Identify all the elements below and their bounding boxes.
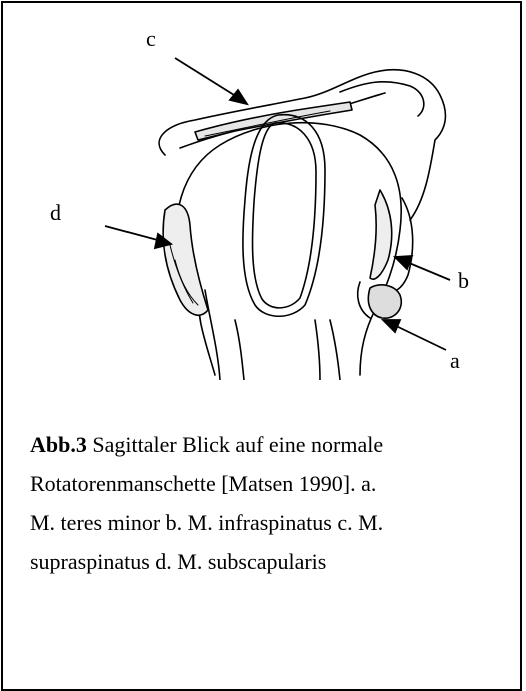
infraspinatus-band xyxy=(370,190,392,279)
arrow-c xyxy=(175,58,242,100)
label-b: b xyxy=(458,270,469,292)
anatomy-illustration: c d b a xyxy=(30,20,500,380)
humerus-shaft-right xyxy=(330,320,340,380)
humeral-head-outline xyxy=(176,123,401,375)
caption-line-3: M. teres minor b. M. infraspinatus c. M. xyxy=(30,503,500,542)
subscapularis-band xyxy=(163,204,208,315)
caption-line-2: Rotatorenmanschette [Matsen 1990]. a. xyxy=(30,464,500,503)
figure-caption: Abb.3 Sagittaler Blick auf eine normale … xyxy=(30,425,500,581)
glenoid-oval xyxy=(243,115,325,317)
shoulder-drawing xyxy=(30,20,500,380)
supraspinatus-band xyxy=(195,102,352,140)
label-a: a xyxy=(450,350,460,372)
teres-minor xyxy=(368,285,401,318)
arrow-a xyxy=(390,323,446,350)
caption-line-1: Abb.3 Sagittaler Blick auf eine normale xyxy=(30,425,500,464)
label-d: d xyxy=(50,202,61,224)
label-c: c xyxy=(146,28,156,50)
clavicle-outline xyxy=(340,82,424,116)
caption-line-4: supraspinatus d. M. subscapularis xyxy=(30,542,500,581)
figure-number: Abb.3 xyxy=(30,432,87,457)
